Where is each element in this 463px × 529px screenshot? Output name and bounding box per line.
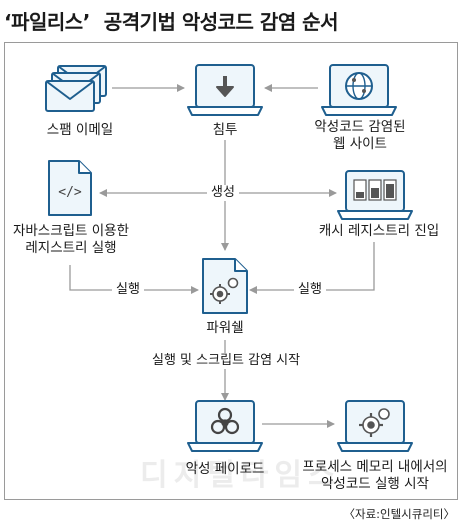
label-process-memory-line1: 프로세스 메모리 내에서의 (302, 459, 448, 475)
arrow-cache-to-powershell (249, 242, 375, 294)
diagram-frame (4, 42, 458, 500)
laptop-cache-icon (337, 170, 413, 220)
label-spam-email: 스팸 이메일 (46, 122, 114, 138)
laptop-download-icon (187, 64, 263, 116)
svg-text:</>: </> (58, 185, 82, 200)
label-js-registry: 자바스크립트 이용한 레지스트리 실행 (6, 223, 136, 257)
laptop-biohazard-icon (187, 400, 263, 452)
source-credit: 〈자료:인텔시큐리티〉 (343, 507, 455, 521)
edge-label-generate: 생성 (207, 185, 239, 201)
gear-document-icon (202, 258, 248, 314)
edge-label-execute-right: 실행 (294, 282, 326, 298)
edge-label-execute-left: 실행 (112, 282, 144, 298)
label-infiltration: 침투 (212, 122, 238, 138)
label-malicious-payload: 악성 페이로드 (185, 461, 265, 477)
label-infected-site: 악성코드 감염된 웹 사이트 (300, 119, 420, 153)
envelope-stack-icon (45, 65, 107, 112)
label-infected-site-line1: 악성코드 감염된 (314, 119, 406, 135)
label-js-registry-line1: 자바스크립트 이용한 (12, 223, 130, 239)
label-powershell: 파워쉘 (206, 320, 244, 336)
label-cache-registry: 캐시 레지스트리 진입 (318, 223, 440, 239)
diagram-title: ‘파일리스’ 공격기법 악성코드 감염 순서 (4, 6, 339, 35)
label-infected-site-line2: 웹 사이트 (333, 136, 387, 152)
title-quoted: ‘파일리스’ (4, 10, 90, 34)
label-process-memory-line2: 악성코드 실행 시작 (321, 476, 429, 492)
title-rest: 공격기법 악성코드 감염 순서 (103, 10, 339, 34)
label-js-registry-line2: 레지스트리 실행 (25, 240, 117, 256)
laptop-globe-icon (321, 64, 397, 116)
label-process-memory: 프로세스 메모리 내에서의 악성코드 실행 시작 (295, 459, 455, 493)
laptop-gear-icon (337, 400, 413, 452)
script-document-icon: </> (48, 160, 92, 216)
arrow-js-to-powershell (69, 265, 199, 294)
edge-label-execute-script: 실행 및 스크립트 감염 시작 (148, 353, 305, 369)
watermark: 디지털타임스 (140, 458, 342, 493)
